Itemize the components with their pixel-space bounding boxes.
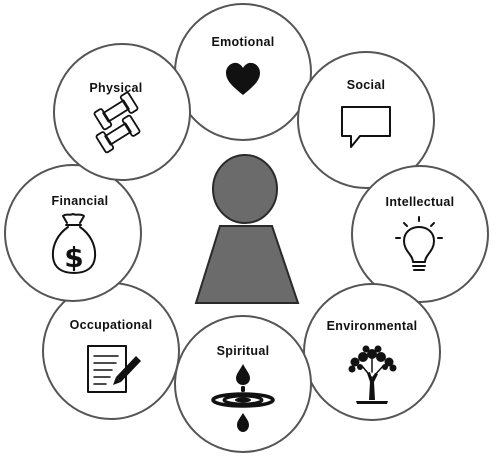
occupational-label: Occupational [70,318,153,332]
dimension-social: Social [297,51,435,189]
occupational-circle [42,282,180,420]
dumbbells-icon [93,91,141,154]
dimension-emotional: Emotional [174,3,312,141]
person-head [212,154,278,224]
dimension-environmental: Environmental [303,283,441,421]
emotional-label: Emotional [211,35,274,49]
speech-bubble-icon [341,106,391,148]
spiritual-label: Spiritual [217,344,270,358]
dimension-intellectual: Intellectual [351,165,489,303]
physical-circle [53,43,191,181]
dimension-financial: Financial $ [4,164,142,302]
tree-icon [348,345,397,404]
lightbulb-icon [395,216,443,271]
financial-circle [4,164,142,302]
dimension-occupational: Occupational [42,282,180,420]
water-drop-ripple-icon [211,364,275,432]
money-bag-icon: $ [51,213,97,274]
social-label: Social [347,78,386,92]
intellectual-circle [351,165,489,303]
environmental-label: Environmental [327,319,418,333]
dimension-spiritual: Spiritual [174,315,312,453]
person-body [194,225,300,304]
document-pencil-icon [87,345,141,393]
financial-label: Financial [52,194,109,208]
heart-icon [226,62,260,95]
svg-text:$: $ [64,241,83,274]
physical-label: Physical [89,81,142,95]
dimension-physical: Physical [53,43,191,181]
intellectual-label: Intellectual [386,195,455,209]
person-silhouette-icon [194,154,300,304]
social-circle [297,51,435,189]
